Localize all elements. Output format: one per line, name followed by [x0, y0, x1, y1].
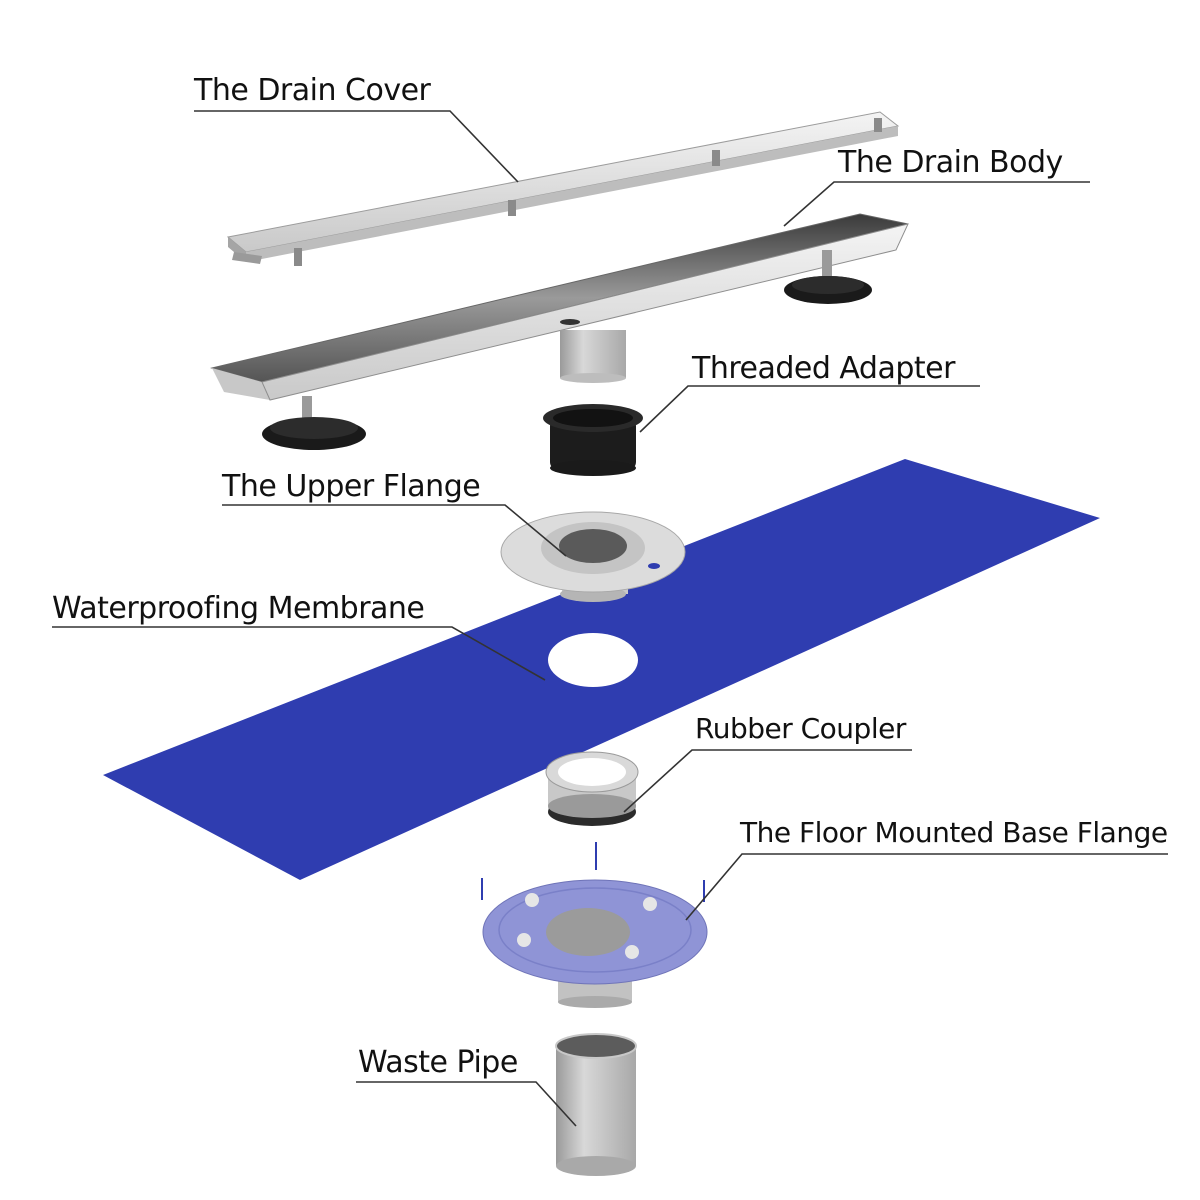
drain-body-part: [210, 213, 909, 450]
label-waste-pipe: Waste Pipe: [358, 1045, 518, 1080]
waterproofing-membrane-part: [103, 459, 1100, 880]
label-threaded-adapter: Threaded Adapter: [691, 351, 956, 386]
callout-rubber-coupler: Rubber Coupler: [623, 712, 912, 813]
label-rubber-coupler: Rubber Coupler: [695, 712, 907, 745]
label-waterproofing-membrane: Waterproofing Membrane: [52, 591, 424, 626]
label-drain-cover: The Drain Cover: [193, 73, 432, 108]
callout-waterproofing-membrane: Waterproofing Membrane: [52, 591, 546, 681]
rubber-coupler-part: [545, 751, 639, 826]
base-flange-part: [481, 842, 708, 1008]
callout-threaded-adapter: Threaded Adapter: [639, 351, 980, 433]
label-base-flange: The Floor Mounted Base Flange: [739, 816, 1168, 849]
callout-base-flange: The Floor Mounted Base Flange: [685, 816, 1168, 921]
label-drain-body: The Drain Body: [837, 145, 1063, 180]
callout-drain-cover: The Drain Cover: [193, 73, 519, 183]
membrane-hole: [548, 633, 638, 687]
drain-cover-part: [226, 111, 900, 266]
waste-pipe-part: [555, 1033, 637, 1176]
label-upper-flange: The Upper Flange: [221, 469, 480, 504]
callout-drain-body: The Drain Body: [783, 145, 1090, 227]
threaded-adapter-part: [543, 404, 643, 476]
callout-waste-pipe: Waste Pipe: [356, 1045, 577, 1127]
callout-upper-flange: The Upper Flange: [221, 469, 567, 557]
upper-flange-part: [500, 511, 686, 602]
